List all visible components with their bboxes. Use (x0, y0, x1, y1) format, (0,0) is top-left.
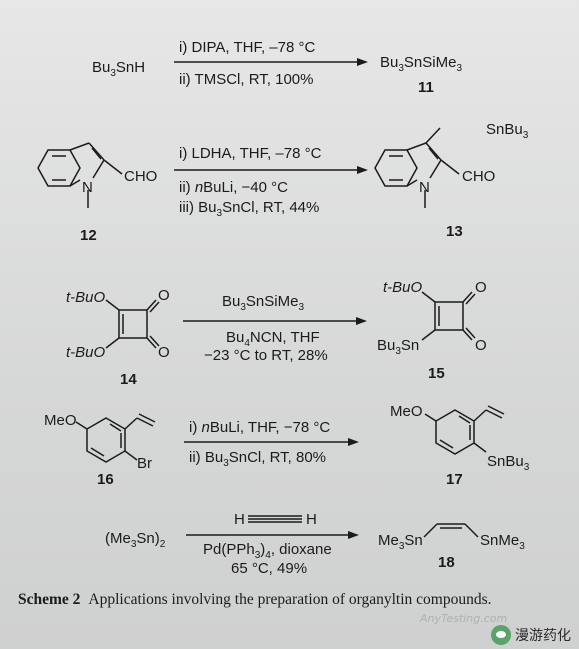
r5-bond-left (423, 523, 438, 538)
r2-product-sub2: CHO (462, 168, 495, 185)
r4-arrowhead (348, 438, 359, 446)
r2-cond3: iii) Bu3SnCl, RT, 44% (179, 199, 319, 219)
r3-reactant-o1: O (158, 287, 170, 304)
r5-arrowhead (348, 531, 359, 539)
r5-bond-right (464, 523, 479, 538)
r5-reagent-h1: H (234, 511, 245, 528)
r3-product-sub1: t-BuO (383, 279, 423, 296)
caption-label: Scheme 2 (18, 591, 81, 608)
r3-reactant-o2: O (158, 344, 170, 361)
r5-reactant: (Me3Sn)2 (105, 530, 166, 550)
r1-cond1: i) DIPA, THF, –78 °C (179, 39, 315, 56)
scheme-caption: Scheme 2 Applications involving the prepa… (18, 590, 566, 610)
r4-reactant-sub2: Br (137, 455, 152, 472)
reaction-4: MeO Br 16 i) nBuLi, THF, −78 °C ii) Bu3S… (44, 403, 530, 488)
r3-reactant-sub1: t-BuO (66, 289, 106, 306)
r4-product-sub1: MeO (390, 403, 423, 420)
caption-text: Applications involving the preparation o… (88, 591, 492, 608)
watermark: 漫游药化 (491, 625, 571, 645)
r5-reagent-h2: H (306, 511, 317, 528)
indole-13-structure (374, 127, 460, 208)
r4-reactant-number: 16 (97, 471, 114, 488)
reaction-3: t-BuO t-BuO O O 14 Bu3SnSiMe3 Bu4NCN, TH… (66, 279, 487, 388)
r1-arrowhead (357, 58, 368, 66)
r5-product-left: Me3Sn (378, 532, 423, 552)
reaction-5: (Me3Sn)2 H H Pd(PPh3)4, dioxane 65 °C, 4… (105, 511, 525, 577)
r3-reactant-sub2: t-BuO (66, 344, 106, 361)
r1-cond2: ii) TMSCl, RT, 100% (179, 71, 313, 88)
r3-reactant-number: 14 (120, 371, 137, 388)
r2-reactant-sub: CHO (124, 168, 157, 185)
styrene-16-structure (75, 413, 156, 463)
squarate-14-structure (105, 299, 160, 349)
r1-product-number: 11 (418, 79, 434, 96)
r2-reactant-n: N (82, 179, 93, 196)
r2-product-sub1: SnBu3 (486, 121, 529, 141)
wechat-icon (491, 625, 511, 645)
r3-reagent: Bu3SnSiMe3 (222, 293, 304, 313)
r5-cond1: Pd(PPh3)4, dioxane (203, 541, 332, 561)
r2-product-n: N (419, 179, 430, 196)
r2-cond2: ii) nBuLi, −40 °C (179, 179, 288, 196)
r3-cond2: −23 °C to RT, 28% (204, 347, 328, 364)
r4-reactant-sub1: MeO (44, 412, 77, 429)
indole-12-structure (37, 142, 123, 208)
r5-cond2: 65 °C, 49% (231, 560, 307, 577)
r4-cond1: i) nBuLi, THF, −78 °C (189, 419, 330, 436)
r1-product: Bu3SnSiMe3 (380, 54, 462, 74)
r4-cond2: ii) Bu3SnCl, RT, 80% (189, 449, 326, 469)
r1-reactant: Bu3SnH (92, 59, 145, 79)
r4-product-sub2: SnBu3 (487, 453, 530, 473)
styrene-17-structure (424, 405, 505, 455)
watermark-text: 漫游药化 (515, 628, 571, 644)
r3-arrowhead (356, 317, 367, 325)
r3-product-o2: O (475, 337, 487, 354)
r3-product-o1: O (475, 279, 487, 296)
r3-product-number: 15 (428, 365, 445, 382)
r2-product-number: 13 (446, 223, 463, 240)
r3-cond1: Bu4NCN, THF (226, 329, 320, 349)
reaction-1: Bu3SnH i) DIPA, THF, –78 °C ii) TMSCl, R… (92, 39, 462, 96)
squarate-15-structure (421, 291, 476, 341)
r5-product-right: SnMe3 (480, 532, 525, 552)
r2-arrowhead (357, 166, 368, 174)
r5-product-number: 18 (438, 554, 455, 571)
r4-product-number: 17 (446, 471, 463, 488)
r3-product-sub2: Bu3Sn (377, 337, 419, 357)
watermark-faint-text: AnyTesting.com (420, 612, 508, 625)
r2-cond1: i) LDHA, THF, –78 °C (179, 145, 322, 162)
r2-reactant-number: 12 (80, 227, 97, 244)
reaction-2: N CHO 12 i) LDHA, THF, –78 °C ii) nBuLi,… (37, 121, 529, 244)
